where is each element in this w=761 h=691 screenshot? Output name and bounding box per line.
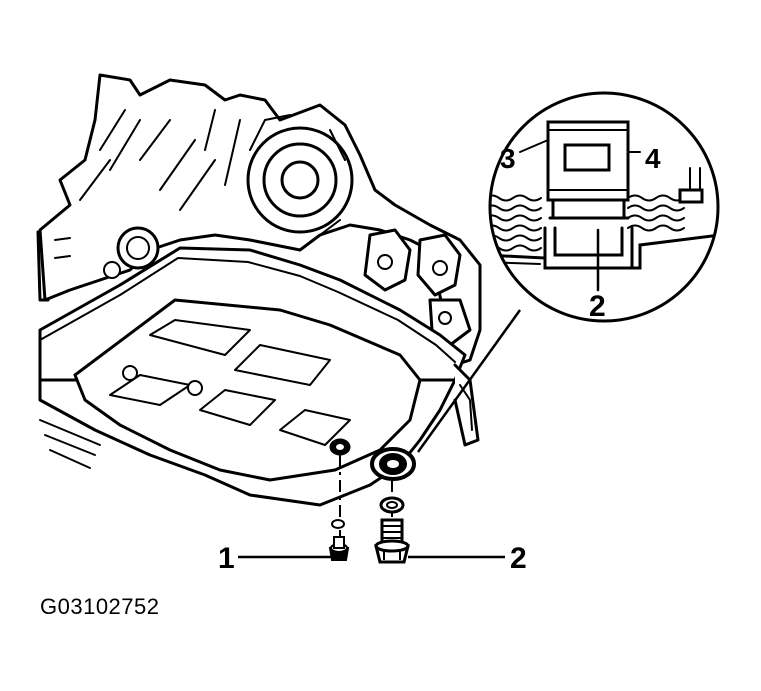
leader-lines [238, 309, 522, 559]
plug-boss [370, 447, 416, 481]
detail-callout-2: 2 [589, 290, 606, 323]
fluid-level-right [627, 194, 685, 232]
drain-screw [328, 519, 350, 561]
filler-plug [374, 518, 410, 564]
callout-1: 1 [218, 542, 235, 575]
detail-view [488, 91, 720, 323]
transmission-housing [36, 73, 482, 367]
callout-2: 2 [510, 542, 527, 575]
drain-hole [329, 438, 351, 456]
figure-code: G03102752 [40, 594, 160, 619]
oil-pan [38, 246, 480, 507]
detail-callout-4: 4 [645, 143, 661, 174]
detail-callout-3: 3 [500, 143, 516, 174]
seal-ring [379, 496, 405, 514]
